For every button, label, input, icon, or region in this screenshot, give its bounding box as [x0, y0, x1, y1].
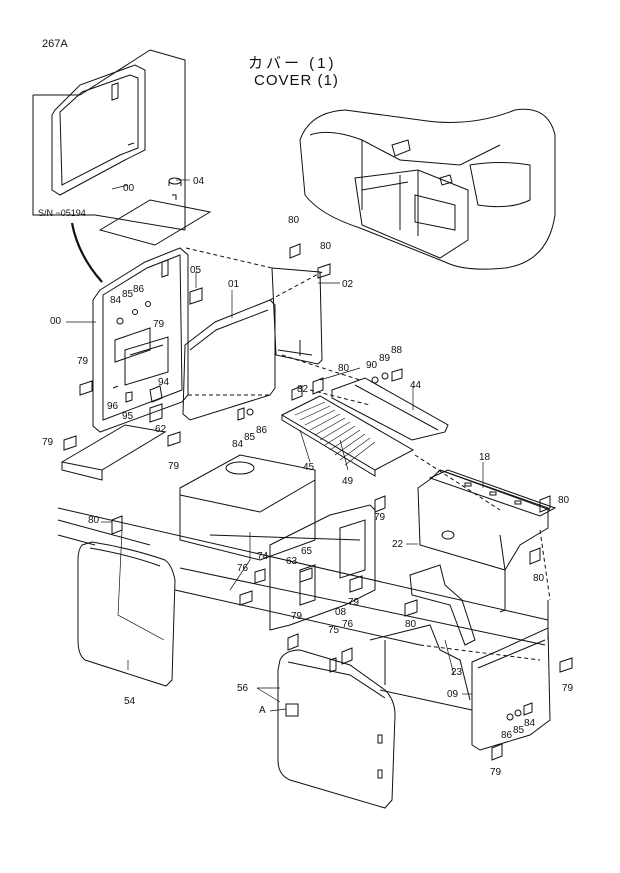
callout-80: 80	[405, 619, 417, 630]
bolts-misc	[111, 243, 573, 761]
bracket-94	[124, 336, 169, 386]
callout-84: 84	[524, 718, 536, 729]
title-japanese: カバー (1)	[248, 55, 337, 72]
chassis-frame	[57, 507, 549, 711]
callout-80: 80	[338, 363, 350, 374]
panel-08	[269, 504, 376, 631]
door-56	[277, 649, 396, 809]
leader-lines	[66, 179, 484, 712]
callout-95: 95	[122, 411, 134, 422]
panel-02	[271, 267, 323, 365]
callout-85: 85	[513, 725, 525, 736]
callout-79: 79	[168, 461, 180, 472]
title-english: COVER (1)	[254, 72, 339, 89]
top-plate-44	[331, 377, 449, 441]
callout-22: 22	[392, 539, 404, 550]
callout-45: 45	[303, 462, 315, 473]
panel-01	[182, 299, 276, 421]
callout-84: 84	[110, 295, 122, 306]
callout-74: 74	[257, 551, 269, 562]
callout-96: 96	[107, 401, 119, 412]
door-54	[77, 541, 176, 687]
inset-top-plate	[98, 177, 212, 246]
callout-80: 80	[558, 495, 570, 506]
callout-89: 89	[379, 353, 391, 364]
callout-23: 23	[451, 667, 463, 678]
callout-09: 09	[447, 689, 459, 700]
callout-80: 80	[288, 215, 300, 226]
callout-84: 84	[232, 439, 244, 450]
callout-79: 79	[490, 767, 502, 778]
callout-76: 76	[237, 563, 249, 574]
page-id: 267A	[42, 38, 68, 50]
callout-A: A	[259, 705, 266, 716]
callout-44: 44	[410, 380, 422, 391]
callout-80: 80	[533, 573, 545, 584]
callout-79: 79	[153, 319, 165, 330]
callout-80: 80	[320, 241, 332, 252]
callout-02: 02	[342, 279, 354, 290]
callout-00-inset: 00	[123, 183, 135, 194]
inset-leader	[70, 222, 103, 283]
callout-94: 94	[158, 377, 170, 388]
callout-49: 49	[342, 476, 354, 487]
callout-88: 88	[391, 345, 403, 356]
bracket-18	[428, 469, 557, 517]
lower-body	[369, 624, 471, 701]
callout-63: 63	[286, 556, 298, 567]
callout-00-main: 00	[50, 316, 62, 327]
bracket-23	[409, 564, 476, 646]
callout-79: 79	[562, 683, 574, 694]
callout-90: 90	[366, 360, 378, 371]
callout-05: 05	[190, 265, 202, 276]
callout-79: 79	[42, 437, 54, 448]
grille-plate-45	[280, 395, 415, 477]
bolts-left	[63, 380, 254, 451]
rear-panel-09	[471, 627, 551, 751]
callout-04: 04	[193, 176, 205, 187]
callout-79: 79	[374, 512, 386, 523]
callout-79: 79	[348, 597, 360, 608]
panel-22	[417, 469, 551, 613]
callout-86: 86	[133, 284, 145, 295]
side-panel-00	[92, 247, 189, 433]
bottom-plate-left	[60, 424, 167, 481]
dashed-guides	[185, 247, 551, 661]
callout-85: 85	[244, 432, 256, 443]
callout-65: 65	[301, 546, 313, 557]
callout-82: 82	[297, 384, 309, 395]
callout-01: 01	[228, 279, 240, 290]
callout-86: 86	[501, 730, 513, 741]
inset-box	[32, 49, 186, 231]
callout-08: 08	[335, 607, 347, 618]
callout-18: 18	[479, 452, 491, 463]
center-compartment	[179, 454, 316, 561]
machine-sketch	[299, 108, 556, 270]
inset-side-panel	[51, 64, 146, 196]
callout-76: 76	[342, 619, 354, 630]
callout-86: 86	[256, 425, 268, 436]
callout-56: 56	[237, 683, 249, 694]
callout-79: 79	[77, 356, 89, 367]
callout-75: 75	[328, 625, 340, 636]
callout-79: 79	[291, 611, 303, 622]
callout-80: 80	[88, 515, 100, 526]
callout-85: 85	[122, 289, 134, 300]
serial-number-note: S/N ~05194	[38, 208, 86, 218]
callout-62: 62	[155, 424, 167, 435]
callout-54: 54	[124, 696, 136, 707]
